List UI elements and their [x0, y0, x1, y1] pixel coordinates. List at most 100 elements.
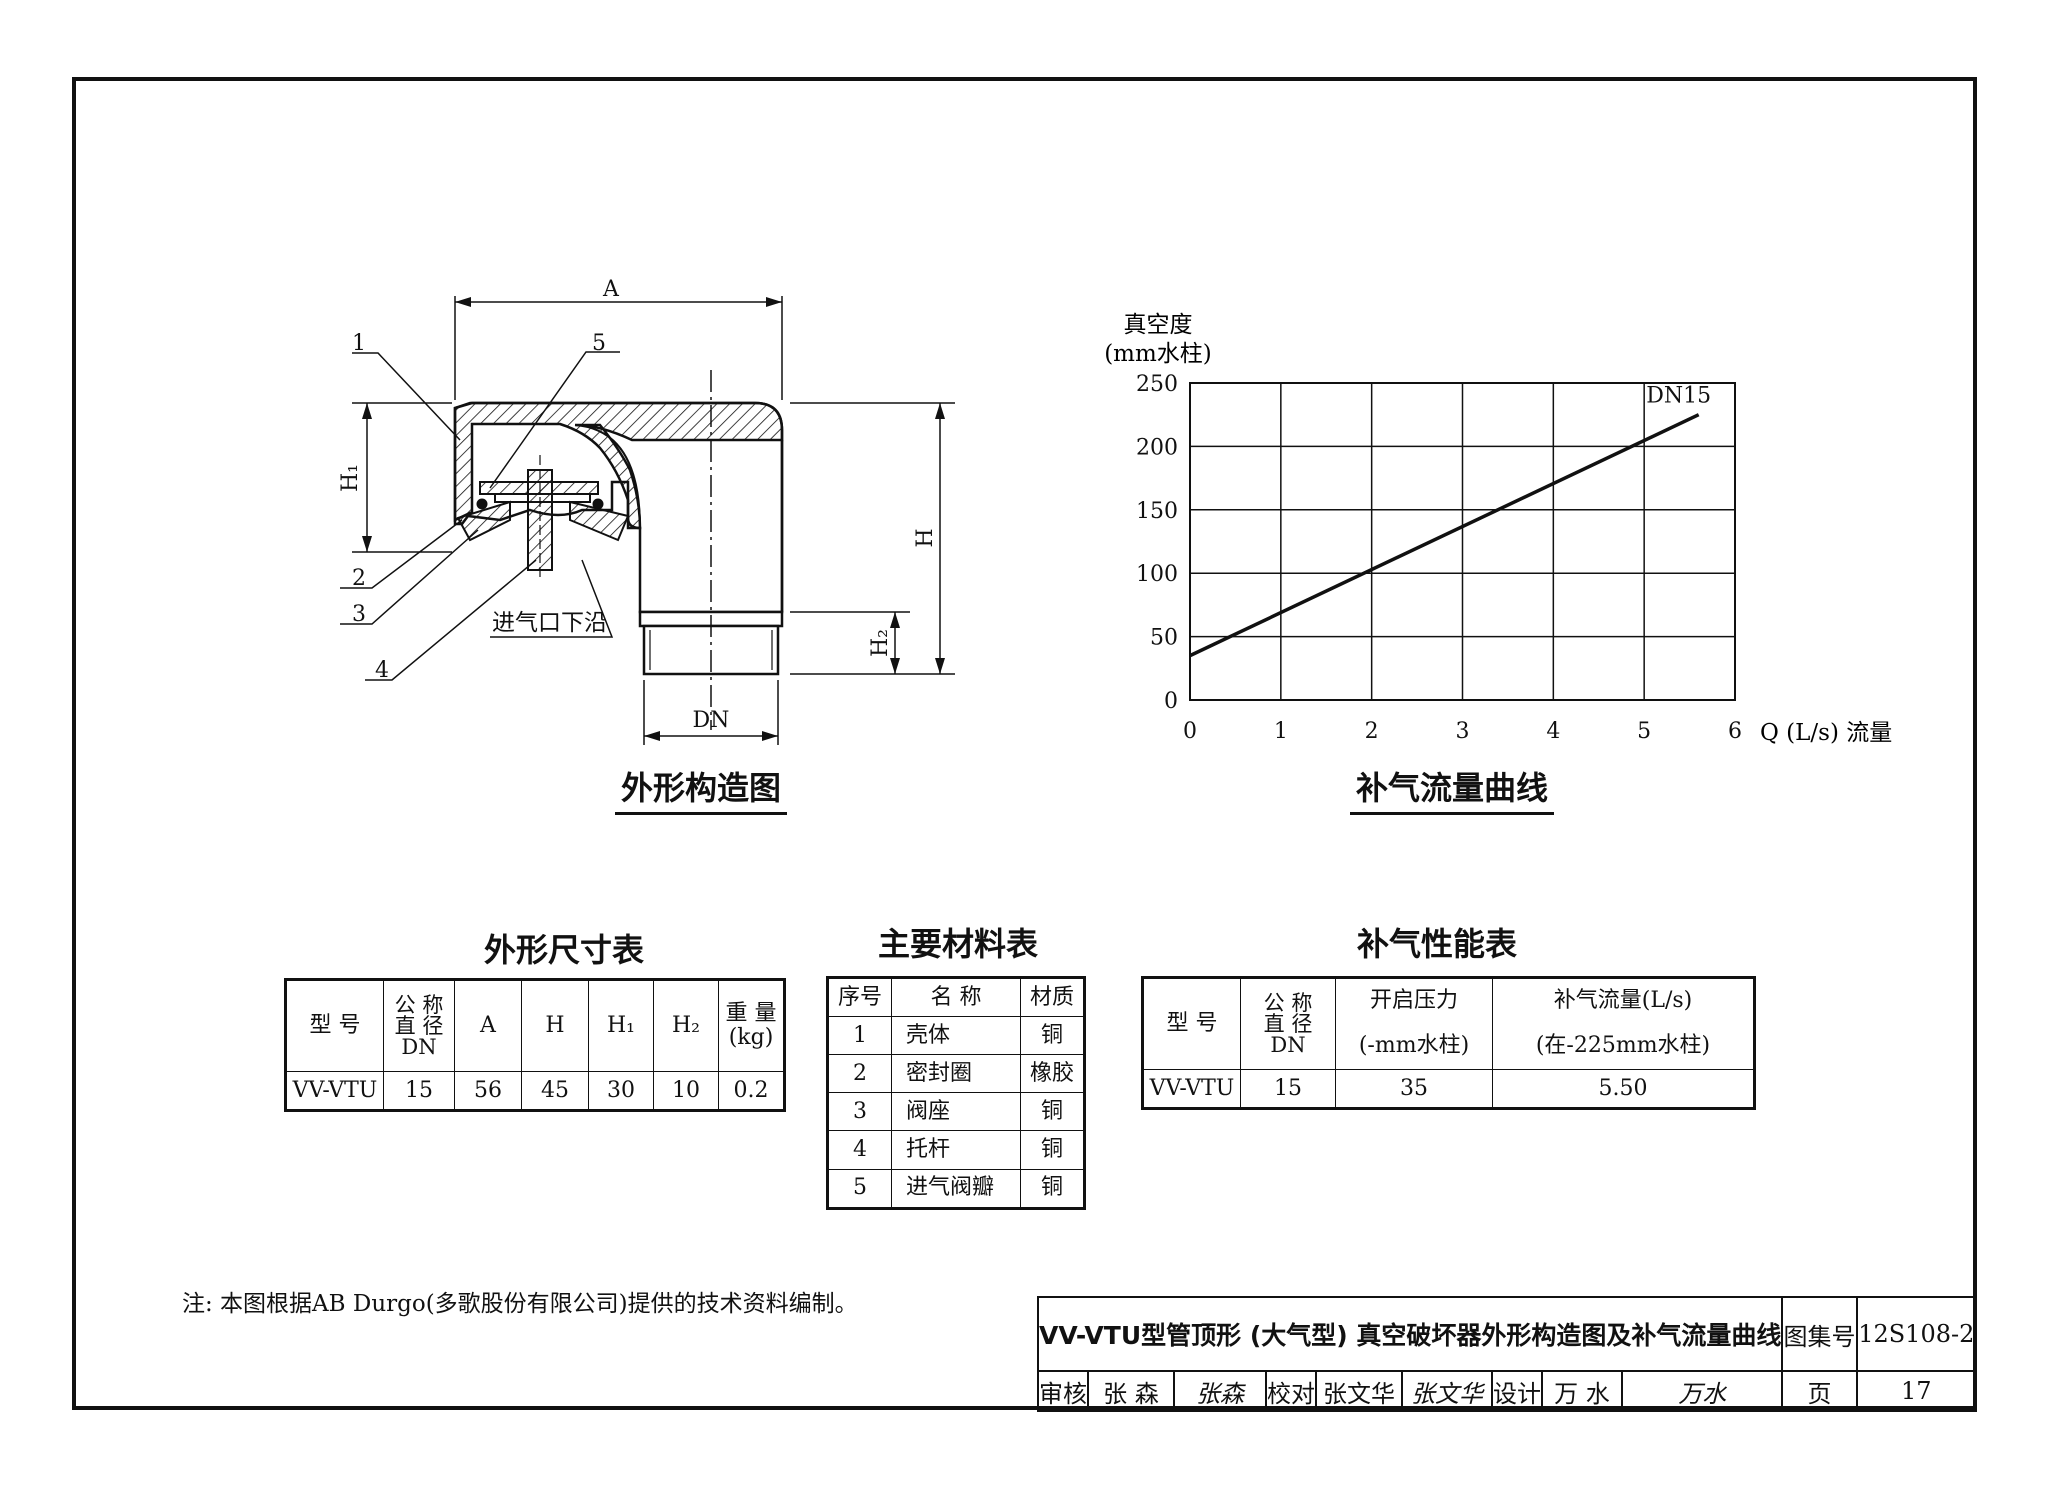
- thread-lines: [649, 630, 773, 670]
- callout-5: 5: [592, 331, 606, 356]
- check-name: 张文华: [1315, 1370, 1403, 1412]
- mat-cell: 铜: [1020, 1092, 1085, 1132]
- perf-table-title: 补气性能表: [1357, 925, 1518, 963]
- dim-h-dn: 公 称 直 径 DN: [383, 979, 455, 1072]
- chart-x-tick-label: 0: [1183, 719, 1197, 744]
- chart-x-tick-label: 1: [1274, 719, 1288, 744]
- chart-x-tick-label: 5: [1637, 719, 1651, 744]
- chart-x-tick-label: 4: [1546, 719, 1560, 744]
- mat-cell: 4: [827, 1130, 892, 1170]
- leader-1: [352, 352, 461, 441]
- mat-cell: 托杆: [891, 1130, 1021, 1170]
- structure-caption: 外形构造图: [615, 768, 788, 815]
- dim-cell: 45: [521, 1071, 589, 1111]
- mat-cell: 2: [827, 1054, 892, 1094]
- perf-table: 型 号 公 称 直 径 DN 开启压力 补气流量(L/s) (-mm水柱) (在…: [1141, 976, 1756, 1110]
- mat-cell: 铜: [1020, 1130, 1085, 1170]
- leader-2: [340, 519, 463, 589]
- dim-table-title: 外形尺寸表: [484, 931, 645, 969]
- chart-ylabel-1: 真空度: [1124, 312, 1193, 338]
- page-label: 页: [1781, 1370, 1858, 1412]
- mat-cell: 1: [827, 1016, 892, 1056]
- material-table-title: 主要材料表: [878, 925, 1039, 963]
- chart-x-tick-label: 2: [1365, 719, 1379, 744]
- chart-y-tick-label: 100: [1136, 562, 1178, 587]
- mat-cell: 橡胶: [1020, 1054, 1085, 1094]
- mat-cell: 进气阀瓣: [891, 1168, 1021, 1209]
- leader-3: [340, 529, 479, 625]
- dim-h-label: H: [913, 528, 938, 547]
- drawing-frame: [72, 77, 1977, 1410]
- atlas-label: 图集号: [1781, 1296, 1858, 1372]
- review-name: 张 森: [1087, 1370, 1175, 1412]
- perf-cell: 35: [1335, 1069, 1493, 1109]
- mat-cell: 壳体: [891, 1016, 1021, 1056]
- mat-cell: 铜: [1020, 1016, 1085, 1056]
- mat-cell: 3: [827, 1092, 892, 1132]
- dim-h2-label: H₂: [868, 629, 893, 657]
- dim-table: 型 号 公 称 直 径 DN A H H₁ H₂ 重 量 (kg) VV-VTU…: [284, 978, 786, 1112]
- leader-5: [489, 351, 620, 489]
- mat-h-name: 名 称: [891, 976, 1021, 1018]
- dim-h-weight: 重 量 (kg): [718, 979, 785, 1072]
- mat-cell: 铜: [1020, 1168, 1085, 1209]
- dim-h-model: 型 号: [285, 979, 384, 1072]
- design-signature: 万水: [1620, 1370, 1784, 1412]
- perf-h-flow-2: (在-225mm水柱): [1492, 1023, 1755, 1070]
- review-signature: 张森: [1173, 1370, 1267, 1412]
- mat-h-no: 序号: [827, 976, 892, 1018]
- check-signature: 张文华: [1401, 1370, 1493, 1412]
- callout-4: 4: [375, 658, 389, 683]
- mat-h-material: 材质: [1020, 976, 1085, 1018]
- seal-right: [592, 498, 604, 510]
- chart-y-tick-label: 150: [1136, 499, 1178, 524]
- page-number: 17: [1855, 1370, 1978, 1412]
- valve-drawing: [340, 296, 955, 745]
- perf-h-model: 型 号: [1142, 977, 1241, 1070]
- seat-ring-right: [569, 500, 630, 542]
- perf-cell: 15: [1240, 1069, 1336, 1109]
- chart-y-tick-label: 50: [1150, 626, 1178, 651]
- drawing-title: VV-VTU型管顶形 (大气型) 真空破坏器外形构造图及补气流量曲线: [1036, 1296, 1784, 1372]
- perf-cell: 5.50: [1492, 1069, 1755, 1109]
- chart-series-line: [1189, 413, 1700, 658]
- dim-h-h1: H₁: [588, 979, 654, 1072]
- dim-cell: 10: [653, 1071, 719, 1111]
- chart-x-tick-label: 6: [1728, 719, 1742, 744]
- chart-series-label: DN15: [1646, 384, 1711, 409]
- perf-h-pressure-2: (-mm水柱): [1335, 1023, 1493, 1070]
- chart-ylabel-2: (mm水柱): [1104, 341, 1212, 367]
- chart-y-tick-label: 200: [1136, 435, 1178, 460]
- leader-4: [365, 559, 537, 681]
- dim-h-h2: H₂: [653, 979, 719, 1072]
- callout-3: 3: [352, 602, 366, 627]
- housing-curve: [574, 424, 641, 529]
- source-note: 注: 本图根据AB Durgo(多歌股份有限公司)提供的技术资料编制。: [182, 1291, 858, 1317]
- chart-x-tick-label: 3: [1456, 719, 1470, 744]
- seal-left: [476, 498, 488, 510]
- callout-1: 1: [352, 331, 366, 356]
- dim-cell: 30: [588, 1071, 654, 1111]
- atlas-number: 12S108-2: [1855, 1296, 1978, 1372]
- perf-cell: VV-VTU: [1142, 1069, 1241, 1109]
- chart-y-tick-label: 0: [1164, 689, 1178, 714]
- dim-dn-label: DN: [693, 708, 730, 733]
- dim-h-a: A: [454, 979, 522, 1072]
- dim-cell: VV-VTU: [285, 1071, 384, 1111]
- flow-curve-chart: 0 1 2 3 4 5 6 0 50 100 150 200 250 DN15: [1136, 372, 1742, 744]
- title-block: VV-VTU型管顶形 (大气型) 真空破坏器外形构造图及补气流量曲线 图集号 1…: [1036, 1296, 1978, 1412]
- chart-y-tick-label: 250: [1136, 372, 1178, 397]
- chart-xlabel: Q (L/s) 流量: [1760, 720, 1892, 746]
- mat-cell: 密封圈: [891, 1054, 1021, 1094]
- mat-cell: 阀座: [891, 1092, 1021, 1132]
- dim-a-label: A: [602, 277, 620, 302]
- mat-cell: 5: [827, 1168, 892, 1209]
- perf-h-dn: 公 称 直 径 DN: [1240, 977, 1336, 1070]
- dim-h-h: H: [521, 979, 589, 1072]
- review-label: 审核: [1037, 1370, 1089, 1412]
- dim-cell: 0.2: [718, 1071, 785, 1111]
- housing-wall-hatch: [453, 401, 784, 530]
- inlet-label: 进气口下沿: [492, 610, 607, 636]
